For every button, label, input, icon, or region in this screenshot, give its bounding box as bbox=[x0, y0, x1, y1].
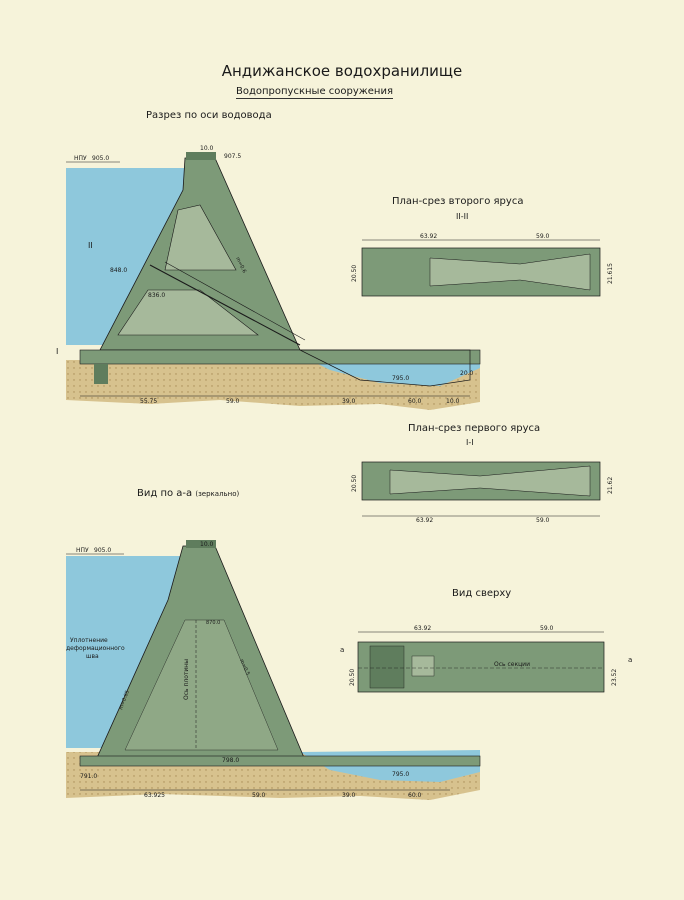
section-mark-a-left: a bbox=[340, 646, 344, 654]
reservoir-water-lower bbox=[66, 556, 196, 748]
section-mark-tier1: I-I bbox=[466, 438, 474, 447]
tier2-plan-drawing: 63.92 59.0 20.50 21.615 bbox=[351, 233, 614, 297]
view-aa-note: (зеркально) bbox=[195, 490, 240, 498]
dim-top-4: 23.52 bbox=[611, 669, 618, 686]
top-view-intake bbox=[369, 645, 405, 689]
dim-upper-5: 10.0 bbox=[446, 398, 460, 405]
top-view-drawing: 63.92 59.0 Ось секции 20.50 23.52 a a bbox=[340, 625, 632, 693]
dim-lower-1: 63.925 bbox=[144, 792, 165, 799]
npu-level-lower: 905.0 bbox=[94, 547, 111, 554]
dim-tier2-1: 63.92 bbox=[420, 233, 437, 240]
dim-lower-3: 39.0 bbox=[342, 792, 356, 799]
seal-label-line-2: деформационного bbox=[66, 645, 125, 652]
sheet-subtitle: Водопропускные сооружения bbox=[236, 86, 393, 99]
section-cut-mark-1: I bbox=[56, 347, 58, 356]
section-mark-a-right: a bbox=[628, 656, 632, 664]
seal-label-line-3: шва bbox=[86, 653, 99, 660]
dim-upper-4: 60.0 bbox=[408, 398, 422, 405]
level-836: 836.0 bbox=[148, 292, 165, 299]
seal-label-line-1: Уплотнение bbox=[70, 637, 108, 644]
level-795-upper: 795.0 bbox=[392, 375, 409, 382]
level-870: 870.0 bbox=[206, 620, 220, 626]
npu-label-lower: НПУ bbox=[76, 547, 89, 554]
dim-lower-4: 60.0 bbox=[408, 792, 422, 799]
npu-label-upper: НПУ bbox=[74, 155, 87, 162]
view-aa-label: Вид по а-а bbox=[137, 488, 193, 499]
dim-upper-1: 55.75 bbox=[140, 398, 157, 405]
section-title-tier2: План-срез второго яруса bbox=[392, 196, 524, 207]
dim-tier1-3: 63.92 bbox=[416, 517, 433, 524]
conduit-line bbox=[149, 264, 301, 346]
gallery-upper bbox=[164, 204, 237, 271]
view-aa-drawing: НПУ 905.0 10.0 Уплотнение деформационног… bbox=[66, 540, 481, 800]
section-title-top-view: Вид сверху bbox=[452, 588, 512, 599]
stilling-basin bbox=[299, 349, 471, 387]
npu-level-upper: 905.0 bbox=[92, 155, 109, 162]
dim-upper-3: 39.0 bbox=[342, 398, 356, 405]
level-848: 848.0 bbox=[110, 267, 127, 274]
heel-pier bbox=[94, 364, 108, 384]
crest-width-upper: 10.0 bbox=[200, 145, 214, 152]
dim-tier1-2: 21.62 bbox=[607, 477, 614, 494]
dim-lower-2: 59.0 bbox=[252, 792, 266, 799]
level-791: 791.0 bbox=[80, 773, 97, 780]
base-slab-lower bbox=[79, 755, 481, 767]
dim-top-3: 20.50 bbox=[349, 669, 356, 686]
top-view-tower bbox=[411, 655, 435, 677]
dim-tier1-1: 20.50 bbox=[351, 475, 358, 492]
crest-level-upper: 907.5 bbox=[224, 153, 241, 160]
dim-upper-2: 59.0 bbox=[226, 398, 240, 405]
base-slab-upper bbox=[79, 349, 481, 365]
section-cut-mark-2: II bbox=[88, 241, 93, 250]
dim-tier2-2: 59.0 bbox=[536, 233, 550, 240]
sheet-title: Андижанское водохранилище bbox=[221, 62, 463, 80]
level-795-lower: 795.0 bbox=[392, 771, 409, 778]
dim-top-2: 59.0 bbox=[540, 625, 554, 632]
dam-axis-label: Ось плотины bbox=[183, 659, 190, 700]
crest-width-lower: 10.0 bbox=[200, 541, 214, 548]
crest-block-lower bbox=[186, 540, 216, 548]
dim-tier1-4: 59.0 bbox=[536, 517, 550, 524]
section-axis-label: Ось секции bbox=[494, 661, 530, 668]
section-title-axis: Разрез по оси водовода bbox=[146, 110, 272, 121]
conduit-line-2 bbox=[164, 261, 306, 341]
dim-tier2-4: 21.615 bbox=[607, 263, 614, 284]
reservoir-water bbox=[66, 168, 190, 345]
dam-core-lower bbox=[124, 619, 279, 751]
tier1-conduit bbox=[389, 465, 591, 497]
crest-block bbox=[186, 152, 216, 160]
dim-top-1: 63.92 bbox=[414, 625, 431, 632]
tier2-conduit bbox=[429, 253, 591, 291]
gallery-lower bbox=[117, 289, 259, 336]
section-mark-tier2: II-II bbox=[456, 212, 469, 221]
dim-tier2-3: 20.50 bbox=[351, 265, 358, 282]
level-20: 20.0 bbox=[460, 370, 474, 377]
section-title-tier1: План-срез первого яруса bbox=[408, 423, 541, 434]
tier1-plan-drawing: 20.50 21.62 63.92 59.0 bbox=[351, 461, 614, 524]
axis-section-drawing: НПУ 905.0 10.0 907.5 848.0 836.0 795.0 2… bbox=[56, 145, 481, 410]
level-798: 798.0 bbox=[222, 757, 239, 764]
section-title-view-aa: Вид по а-а (зеркально) bbox=[137, 488, 239, 499]
